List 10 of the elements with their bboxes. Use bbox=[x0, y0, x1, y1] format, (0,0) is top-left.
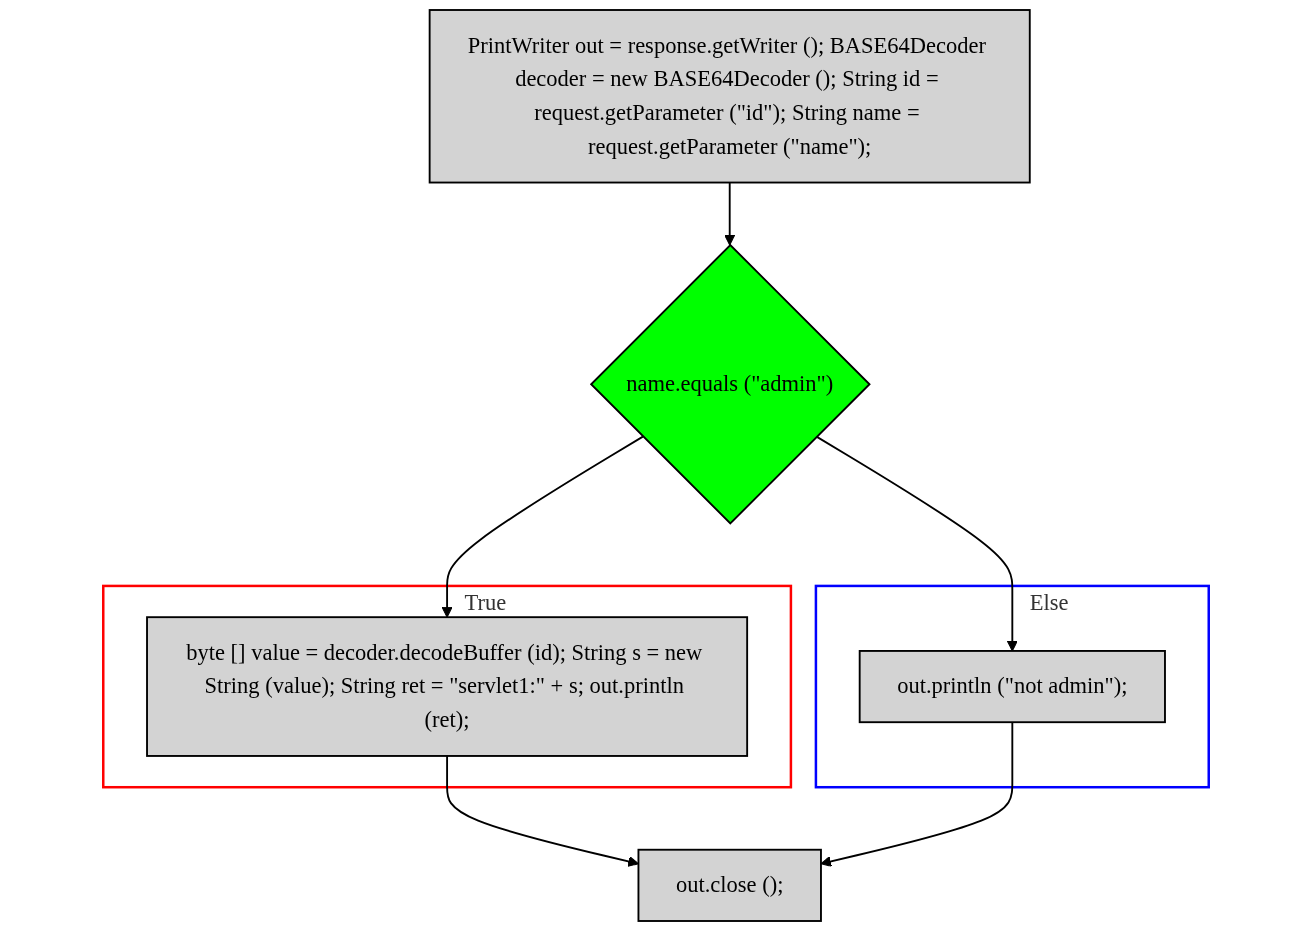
node-box: byte [] value = decoder.decodeBuffer (id); String s = new String (value); String ret = "servlet1:" + s; out.println (ret); bbox=[146, 616, 749, 757]
arrow bbox=[446, 755, 639, 867]
node-box: out.close (); bbox=[637, 848, 822, 922]
arrow bbox=[724, 181, 736, 246]
arrow bbox=[441, 435, 644, 618]
node-diamond: name.equals ("admin") bbox=[589, 243, 871, 525]
arrow bbox=[820, 721, 1014, 867]
node-box: out.println ("not admin"); bbox=[858, 650, 1166, 724]
arrow bbox=[815, 435, 1018, 652]
node-box: PrintWriter out = response.getWriter (); BASE64Decoder decoder = new BASE64Decoder (); String id = request.getParameter ("id"); String name = request.getParameter ("name"); bbox=[428, 9, 1031, 184]
